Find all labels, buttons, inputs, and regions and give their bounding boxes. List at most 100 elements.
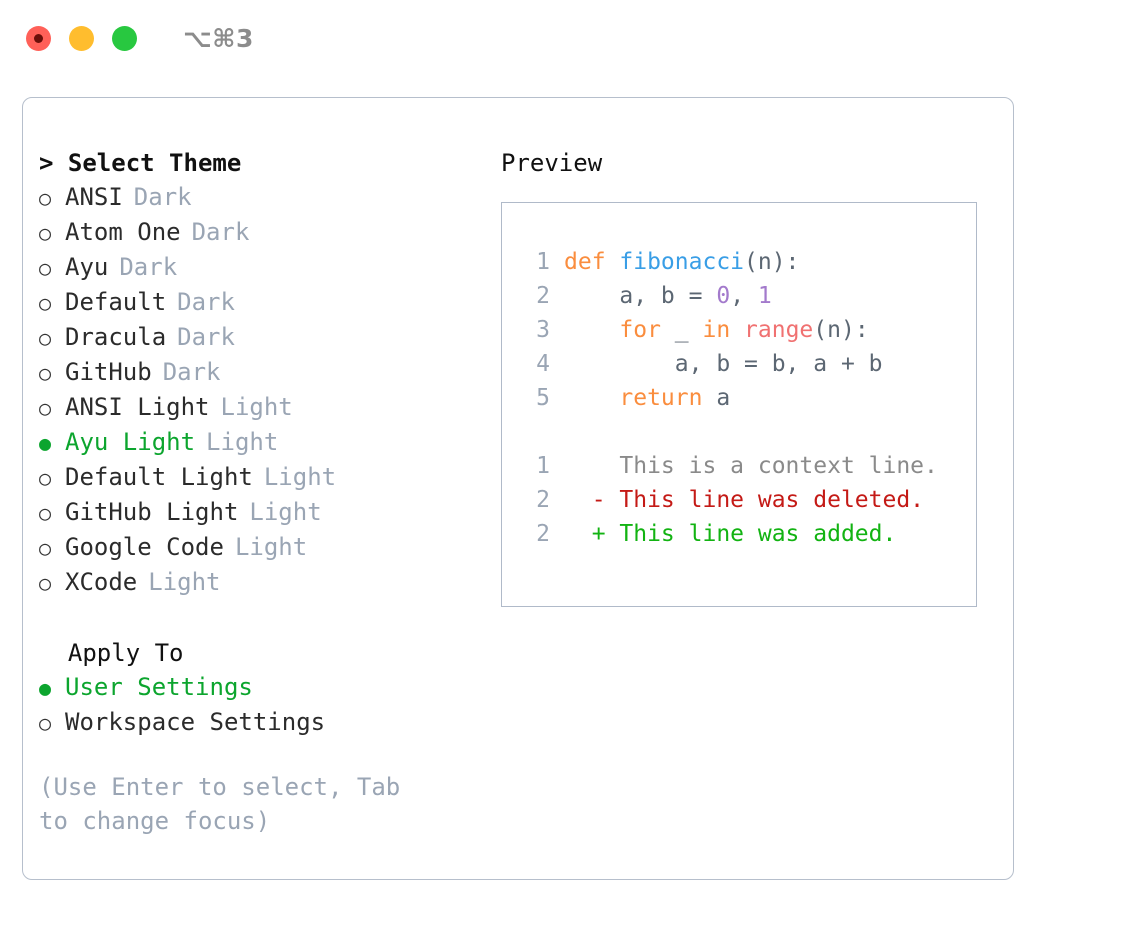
code-text: return a [564,381,730,415]
theme-option-label: GitHub Light [65,498,239,526]
code-line: 4 a, b = b, a + b [520,347,976,381]
theme-option-google-code[interactable]: ○ Google Code Light [39,530,469,565]
radio-selected-icon: ● [39,676,52,700]
code-text: def fibonacci(n): [564,245,799,279]
theme-option-label: ANSI [65,183,123,211]
theme-option-label: XCode [65,568,138,596]
token-plain: a [702,385,731,411]
apply-option-workspace-settings[interactable]: ○Workspace Settings [39,705,469,740]
theme-variant-tag: Light [206,428,279,456]
maximize-button[interactable] [112,25,137,51]
theme-variant-tag: Dark [133,183,192,211]
token-plain: a, b = b, a + b [564,351,883,377]
radio-unselected-icon: ○ [39,326,52,350]
diff-text: - This line was deleted. [564,487,925,513]
token-builtin: range [744,317,814,343]
theme-variant-tag: Light [263,463,337,491]
token-number: 1 [757,283,772,309]
theme-variant-tag: Dark [177,288,235,316]
line-number: 3 [536,317,550,343]
token-keyword: def [564,249,620,275]
code-line: 5 return a [520,381,976,415]
code-text: a, b = 0, 1 [564,279,772,313]
apply-option-label: Workspace Settings [65,708,326,736]
line-number: 1 [536,249,550,275]
theme-option-label: Ayu Light [65,428,196,456]
diff-line-added: 2 + This line was added. [520,517,976,551]
select-theme-header: > Select Theme [39,149,242,177]
theme-option-ayu-light[interactable]: ● Ayu Light Light [39,425,469,460]
theme-option-label: Google Code [65,533,224,561]
token-plain: (n): [744,249,800,275]
code-line: 1 def fibonacci(n): [520,245,976,279]
token-plain [564,385,619,411]
theme-option-label: ANSI Light [65,393,210,421]
radio-unselected-icon: ○ [39,361,52,385]
radio-unselected-icon: ○ [39,186,52,210]
line-number: 2 [536,283,550,309]
code-text: for _ in range(n): [564,313,868,347]
minimize-button[interactable] [69,25,94,51]
token-number: 0 [716,283,731,309]
diff-line-context: 1 This is a context line. [520,449,976,483]
token-plain [730,317,744,343]
radio-unselected-icon: ○ [39,396,52,420]
line-number: 2 [536,521,550,547]
theme-variant-tag: Light [249,498,322,526]
code-line: 3 for _ in range(n): [520,313,976,347]
theme-option-label: Atom One [65,218,181,246]
theme-option-label: Default Light [65,463,253,491]
theme-option-github[interactable]: ○ GitHub Dark [39,355,469,390]
theme-option-ansi[interactable]: ○ ANSI Dark [39,180,469,215]
radio-unselected-icon: ○ [39,221,52,245]
theme-option-default-light[interactable]: ○ Default Light Light [39,460,469,495]
shortcut-label: ⌥⌘3 [183,23,254,53]
theme-variant-tag: Dark [162,358,221,386]
token-plain: a, b = [564,283,717,309]
theme-option-label: Ayu [65,253,109,281]
theme-option-label: Default [65,288,167,316]
token-keyword: for [619,317,661,343]
radio-unselected-icon: ○ [39,536,52,560]
theme-option-atom-one[interactable]: ○ Atom One Dark [39,215,469,250]
theme-option-default[interactable]: ○ Default Dark [39,285,469,320]
diff-line-deleted: 2 - This line was deleted. [520,483,976,517]
radio-selected-icon: ● [39,431,52,455]
radio-unselected-icon: ○ [39,571,52,595]
diff-text: This is a context line. [564,453,938,479]
token-plain [564,317,619,343]
theme-variant-tag: Light [234,533,308,561]
token-plain: _ [660,317,703,343]
theme-variant-tag: Dark [177,323,235,351]
theme-option-label: GitHub [65,358,152,386]
theme-option-label: Dracula [65,323,167,351]
preview-header: Preview [501,149,603,177]
close-indicator-icon [34,33,43,43]
radio-unselected-icon: ○ [39,466,52,490]
radio-unselected-icon: ○ [39,256,52,280]
theme-variant-tag: Dark [191,218,250,246]
theme-option-dracula[interactable]: ○ Dracula Dark [39,320,469,355]
theme-variant-tag: Dark [119,253,178,281]
close-button[interactable] [26,25,51,51]
code-text: a, b = b, a + b [564,347,883,381]
token-function: fibonacci [619,249,745,275]
apply-to-header: Apply To [39,639,184,667]
apply-option-label: User Settings [65,673,253,701]
line-number: 5 [536,385,550,411]
radio-unselected-icon: ○ [39,291,52,315]
apply-option-user-settings[interactable]: ● User Settings [39,670,469,705]
token-keyword: in [702,317,731,343]
apply-option-list: ● User Settings ○Workspace Settings [39,670,469,740]
theme-option-ayu[interactable]: ○ Ayu Dark [39,250,469,285]
window-controls [26,25,137,51]
